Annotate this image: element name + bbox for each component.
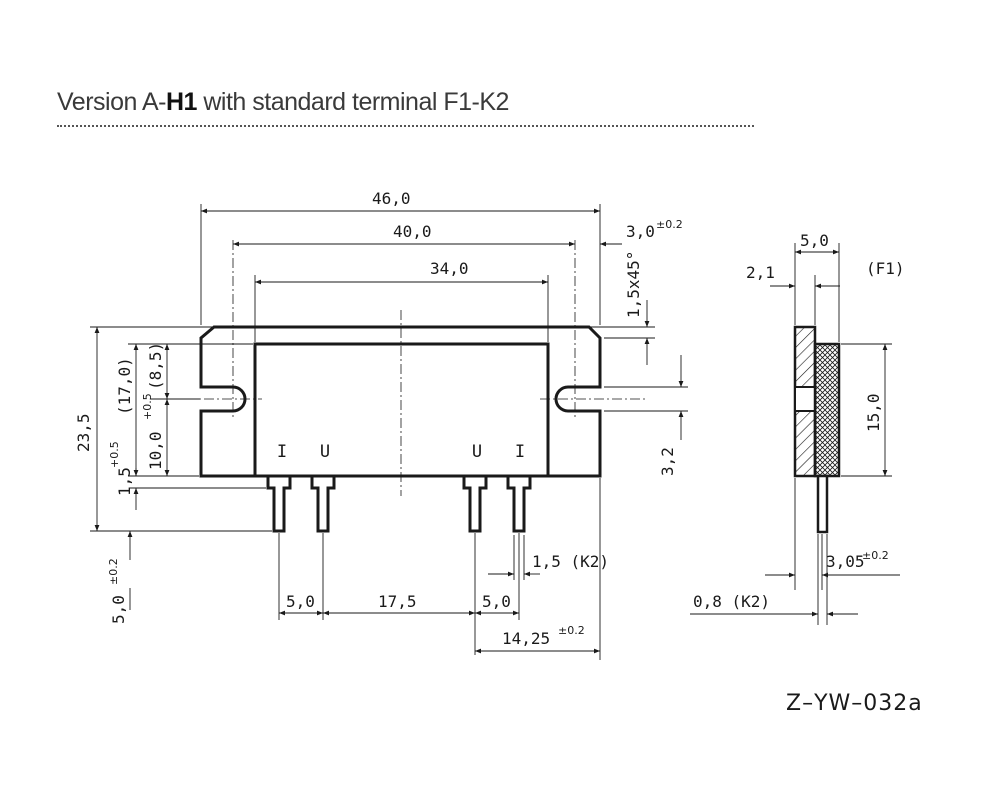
dim-17: (17,0) [115, 357, 134, 415]
terminal-label-1: I [277, 442, 287, 462]
title-dotted-rule [57, 125, 754, 127]
terminal-label-2: U [320, 442, 330, 462]
dim-height-3-2: 3,2 [658, 447, 677, 476]
side-dim-offset-tol: ±0.2 [862, 549, 889, 562]
dim-10: 10,0 [146, 431, 165, 470]
dim-chamfer: 1,5x45° [624, 251, 643, 318]
title-prefix: Version A- [57, 88, 166, 116]
side-view: 5,0 2,1 (F1) 15,0 3,05 ±0.2 0,8 (K2) [690, 231, 905, 625]
side-dim-pin-thickness: 0,8 (K2) [693, 592, 770, 611]
side-view-body-section [813, 342, 841, 478]
dim-right-offset-tol: ±0.2 [656, 218, 683, 231]
dim-pin-width: 1,5 (K2) [532, 552, 609, 571]
pin-1 [266, 476, 292, 533]
dim-1-5-tol: +0.5 [108, 441, 121, 468]
dim-10-tol: +0.5 [141, 393, 154, 420]
pin-2 [310, 476, 336, 533]
flange-outline [199, 325, 602, 478]
pin-3 [462, 476, 488, 533]
side-view-pin [816, 474, 829, 534]
dim-pin-offset-tol: ±0.2 [558, 624, 585, 637]
pin-4 [506, 476, 532, 533]
side-view-label: (F1) [866, 259, 905, 278]
dim-pin-length-tol: ±0.2 [107, 558, 120, 585]
title-suffix: with standard terminal F1-K2 [196, 88, 509, 116]
dim-total-height: 23,5 [74, 413, 93, 452]
front-view: I U U I [168, 240, 645, 533]
side-dim-height: 15,0 [864, 393, 883, 432]
title-block: Version A-H1 with standard terminal F1-K… [57, 88, 757, 127]
dim-8-5: (8,5) [146, 342, 165, 390]
title-variant: H1 [165, 88, 197, 116]
side-dim-base: 2,1 [746, 263, 775, 282]
dim-body-width: 34,0 [430, 259, 469, 278]
dim-pin-pitch-right: 5,0 [482, 592, 511, 611]
side-view-hole-gap [794, 386, 816, 412]
dim-pin-pitch-left: 5,0 [286, 592, 315, 611]
bottom-dimensions: 5,0 17,5 5,0 1,5 (K2) 14,25 ±0.2 [278, 478, 609, 660]
dim-pin-gap: 17,5 [378, 592, 417, 611]
dim-pin-length: 5,0 [109, 595, 128, 624]
terminal-label-4: I [515, 442, 525, 462]
dim-overall-width: 46,0 [372, 189, 411, 208]
module-body [253, 342, 550, 478]
drawing-code: Z–YW–032a [786, 691, 923, 716]
side-dim-offset: 3,05 [826, 552, 865, 571]
terminal-label-3: U [472, 442, 482, 462]
drawing-title: Version A-H1 with standard terminal F1-K… [57, 88, 757, 117]
side-dim-width: 5,0 [800, 231, 829, 250]
dim-pin-offset: 14,25 [502, 629, 550, 648]
left-dimensions: 23,5 (17,0) 1,5 +0.5 10,0 +0.5 (8,5) 5,0… [74, 326, 272, 624]
right-dimensions: 1,5x45° 3,2 [589, 251, 688, 476]
dim-right-offset: 3,0 [626, 222, 655, 241]
dim-mount-spacing: 40,0 [393, 222, 432, 241]
top-dimensions: 46,0 40,0 34,0 3,0 ±0.2 [200, 189, 683, 342]
dim-1-5: 1,5 [115, 467, 134, 496]
